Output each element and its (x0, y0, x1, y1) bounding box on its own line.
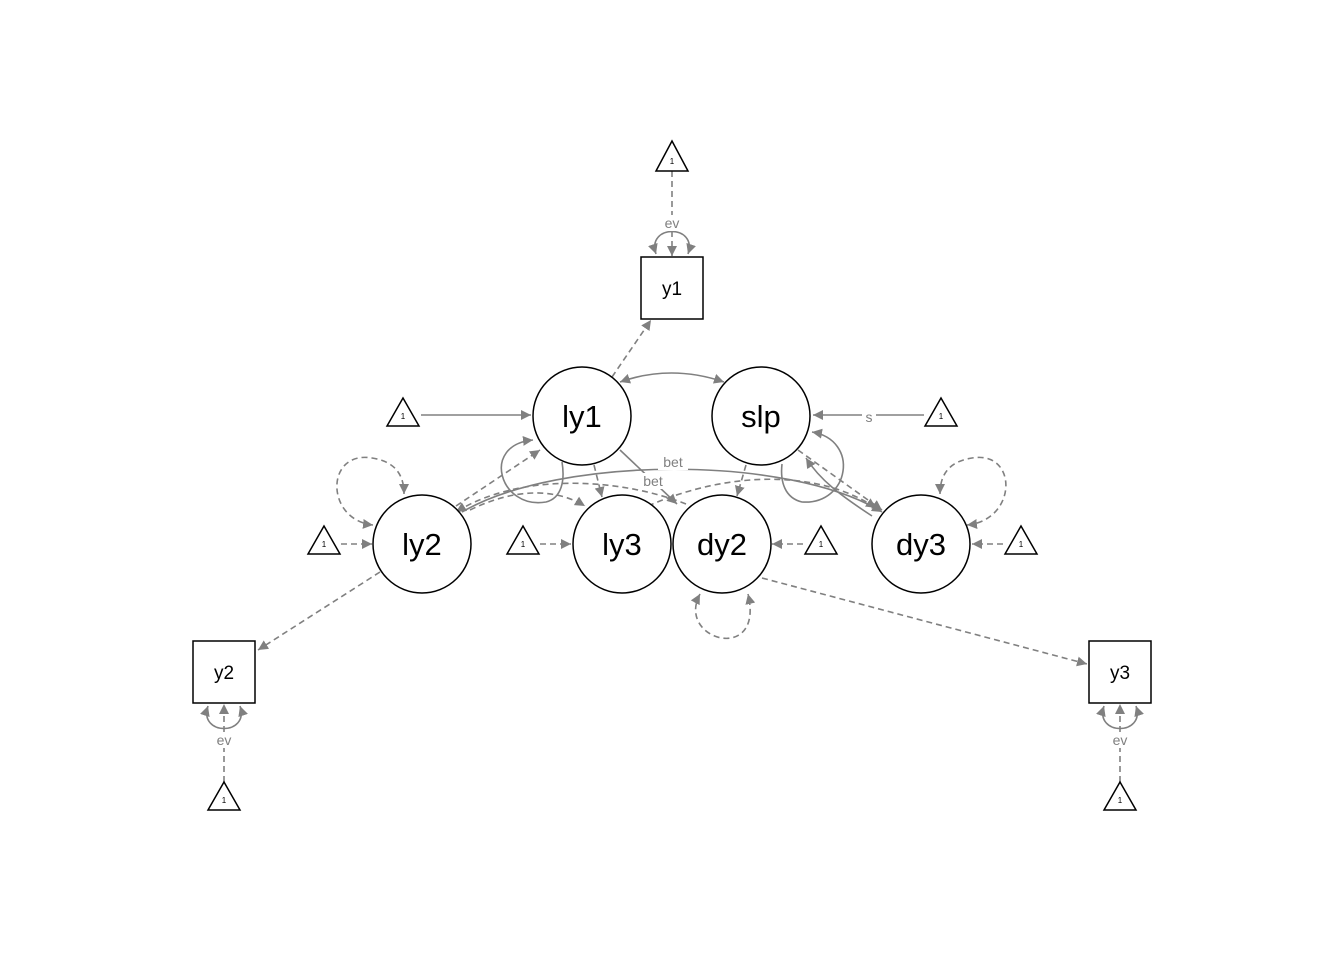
manifest-node-y2: y2 (192, 640, 256, 704)
constant-nodes: 1 1 1 1 1 1 1 1 (206, 139, 1138, 811)
edge-labels: ev s bet bet ev ev (212, 215, 1132, 748)
svg-text:1: 1 (1118, 796, 1123, 805)
constant-node-ly1: 1 (385, 396, 421, 427)
edge-ly3-dy3 (647, 478, 877, 509)
edge-ly1-variance (500, 435, 564, 504)
svg-text:1: 1 (322, 540, 327, 549)
edge-y3-residual-variance (1096, 705, 1144, 730)
manifest-nodes: y1 y2 y3 (192, 256, 1152, 704)
edge-dy2-y3 (761, 577, 1088, 667)
latent-node-ly2: ly2 (372, 494, 472, 594)
constant-node-dy3: 1 (1003, 524, 1039, 555)
edge-label-ev-y2: ev (217, 732, 232, 748)
svg-text:dy3: dy3 (896, 527, 946, 562)
svg-text:y1: y1 (662, 279, 682, 300)
constant-node-y1: 1 (654, 139, 690, 172)
latent-node-slp: slp (711, 366, 811, 466)
edge-ly2-y2 (257, 571, 381, 651)
constant-node-ly2: 1 (306, 524, 342, 555)
svg-text:dy2: dy2 (697, 527, 747, 562)
edge-dy2-variance (690, 593, 756, 640)
edge-dy3-slp (805, 457, 873, 517)
edge-ly2-ly1 (455, 449, 541, 507)
edge-slp-dy3 (797, 449, 883, 511)
svg-text:ly3: ly3 (602, 527, 642, 562)
latent-node-ly1: ly1 (532, 366, 632, 466)
svg-text:1: 1 (222, 796, 227, 805)
edge-label-ev-y1: ev (665, 215, 680, 231)
constant-node-ly3: 1 (505, 524, 541, 555)
svg-text:1: 1 (1019, 540, 1024, 549)
svg-text:1: 1 (670, 157, 675, 166)
svg-text:y2: y2 (214, 663, 234, 684)
edge-ly1-slp-covariance (619, 372, 725, 384)
svg-text:1: 1 (819, 540, 824, 549)
svg-text:1: 1 (939, 412, 944, 421)
edge-slp-variance (780, 428, 845, 503)
edge-label-bet-2: bet (643, 473, 663, 489)
edge-dy3-variance (935, 456, 1007, 529)
svg-text:1: 1 (521, 540, 526, 549)
edge-y2-residual-variance (200, 705, 248, 730)
manifest-node-y1: y1 (640, 256, 704, 320)
constant-node-dy2: 1 (803, 524, 839, 555)
latent-node-ly3: ly3 (572, 494, 672, 594)
latent-node-dy2: dy2 (672, 494, 772, 594)
constant-node-y2: 1 (206, 780, 242, 811)
constant-node-y3: 1 (1102, 780, 1138, 811)
edge-label-ev-y3: ev (1113, 732, 1128, 748)
svg-text:slp: slp (741, 399, 781, 434)
edge-ly2-ly3 (469, 492, 586, 511)
svg-text:1: 1 (401, 412, 406, 421)
manifest-node-y3: y3 (1088, 640, 1152, 704)
edge-slp-dy2 (734, 464, 747, 497)
edge-ly1-y1 (611, 319, 652, 378)
edge-ly2-variance (336, 456, 409, 529)
svg-text:ly2: ly2 (402, 527, 442, 562)
constant-node-slp: 1 (923, 396, 959, 427)
edge-label-bet-1: bet (663, 454, 683, 470)
edge-ly1-ly3 (593, 464, 605, 498)
svg-text:y3: y3 (1110, 663, 1130, 684)
svg-text:ly1: ly1 (562, 399, 602, 434)
latent-nodes: ly1 slp ly2 ly3 dy2 dy3 (372, 366, 971, 594)
latent-node-dy3: dy3 (871, 494, 971, 594)
edge-label-s: s (866, 409, 873, 425)
edge-y1-residual-variance (648, 230, 696, 255)
